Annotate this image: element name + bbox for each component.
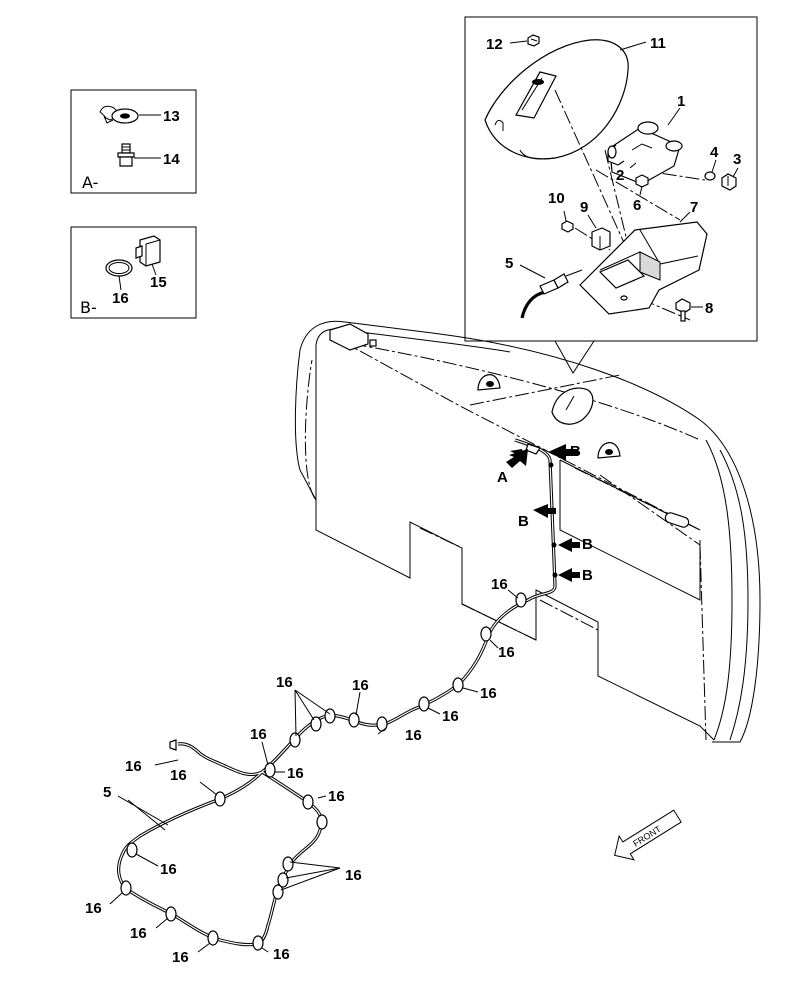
detail-view-a-frame: [70, 89, 197, 194]
callout-14: 14: [163, 151, 180, 168]
marker-a: A: [497, 449, 528, 486]
clamp-label: 16: [172, 949, 189, 966]
clamp-label: 16: [130, 925, 147, 942]
clip-9-icon: [591, 227, 611, 251]
clamp-label: 16: [250, 726, 267, 743]
clamp-label: 16: [345, 867, 362, 884]
clamp-label: 16: [442, 708, 459, 725]
callout-7: 7: [690, 199, 698, 216]
inset-pointer: [554, 340, 595, 374]
band-icon: [105, 259, 133, 277]
clamp-icon: [126, 842, 138, 858]
clamp-icon: [272, 884, 284, 900]
marker-b-4-label: B: [582, 567, 593, 584]
clamp-icon: [277, 872, 289, 888]
clamp-label: 16: [125, 758, 142, 775]
callout-10: 10: [548, 190, 565, 207]
callout-16-detail: 16: [112, 290, 129, 307]
lamp-cover-icon: [484, 39, 629, 160]
clamp-icon: [480, 626, 492, 642]
bolt-8-icon: [675, 298, 691, 322]
inset-frame: [464, 16, 758, 342]
screw-6-icon: [635, 174, 649, 188]
marker-b-2-label: B: [518, 513, 529, 530]
marker-b-3-label: B: [582, 536, 593, 553]
clamp-label: 16: [352, 677, 369, 694]
clamp-icon: [418, 696, 430, 712]
clamp-label: 16: [498, 644, 515, 661]
clamp-label: 16: [287, 765, 304, 782]
callout-8: 8: [705, 300, 713, 317]
clip-icon: [135, 235, 161, 267]
view-a-label: A-: [82, 173, 98, 192]
washer-4-icon: [704, 171, 716, 181]
marker-b-3: B: [558, 536, 593, 553]
marker-b-4: B: [558, 567, 593, 584]
clamp-icon: [165, 906, 177, 922]
clamp-leaders: [109, 589, 519, 953]
callout-1: 1: [677, 93, 685, 110]
bolt-3-icon: [721, 173, 737, 191]
callout-9: 9: [580, 199, 588, 216]
clamp-icon: [120, 880, 132, 896]
clamp-icon: [452, 677, 464, 693]
clamp-label: 16: [85, 900, 102, 917]
detail-view-b: 16 15 B-: [70, 226, 197, 319]
counterweight-lamp-icon: [551, 387, 594, 425]
clamp-label: 16: [480, 685, 497, 702]
connector-icon: [520, 269, 583, 319]
clamp-label: 16: [491, 576, 508, 593]
clamp-icon: [282, 856, 294, 872]
clamp-icon: [289, 732, 301, 748]
clamp-label: 16: [276, 674, 293, 691]
screw-icon: [527, 34, 540, 47]
callout-15: 15: [150, 274, 167, 291]
callout-11: 11: [650, 35, 666, 52]
callout-6: 6: [633, 197, 641, 214]
clamp-icon: [302, 794, 314, 810]
clamp-label: 16: [328, 788, 345, 805]
clamp-icon: [264, 762, 276, 778]
detail-view-a: 13 14 A-: [70, 89, 197, 194]
lamp-body-icon: [607, 121, 683, 185]
harness-label: 5: [103, 784, 111, 801]
clamp-icon: [207, 930, 219, 946]
clamp-icon: [214, 791, 226, 807]
detail-view-b-frame: [70, 226, 197, 319]
callout-2: 2: [616, 167, 624, 184]
callout-13: 13: [163, 108, 180, 125]
marker-b-1-label: B: [570, 443, 581, 460]
front-direction-arrow: FRONT: [614, 809, 682, 861]
marker-a-label: A: [497, 469, 508, 486]
lamp-assembly-inset: 11 12 1 2 4: [464, 16, 758, 374]
counterweight: [294, 320, 761, 743]
screw-10-icon: [561, 220, 574, 233]
clamp-label: 16: [273, 946, 290, 963]
callout-3: 3: [733, 151, 741, 168]
view-b-label: B-: [80, 298, 97, 317]
clamp-icon: [310, 716, 322, 732]
bracket-icon: [579, 221, 708, 315]
clamp-label: 16: [160, 861, 177, 878]
clamp-labels: 16 16 16 16 16 16 16 16 16 16 16 16 16 1…: [85, 576, 515, 966]
bolt-icon: [117, 143, 135, 167]
clamp-icon: [515, 592, 527, 608]
clamp-icon: [348, 712, 360, 728]
washer-icon: [99, 105, 139, 124]
callout-4: 4: [710, 144, 719, 161]
clamp-icon: [252, 935, 264, 951]
clamp-label: 16: [170, 767, 187, 784]
callout-5-inset: 5: [505, 255, 513, 272]
clamp-icon: [316, 814, 328, 830]
marker-b-1: B: [548, 443, 581, 461]
clamps-16: [120, 592, 527, 951]
marker-b-2: B: [518, 504, 556, 530]
clamp-label: 16: [405, 727, 422, 744]
callout-12: 12: [486, 36, 503, 53]
